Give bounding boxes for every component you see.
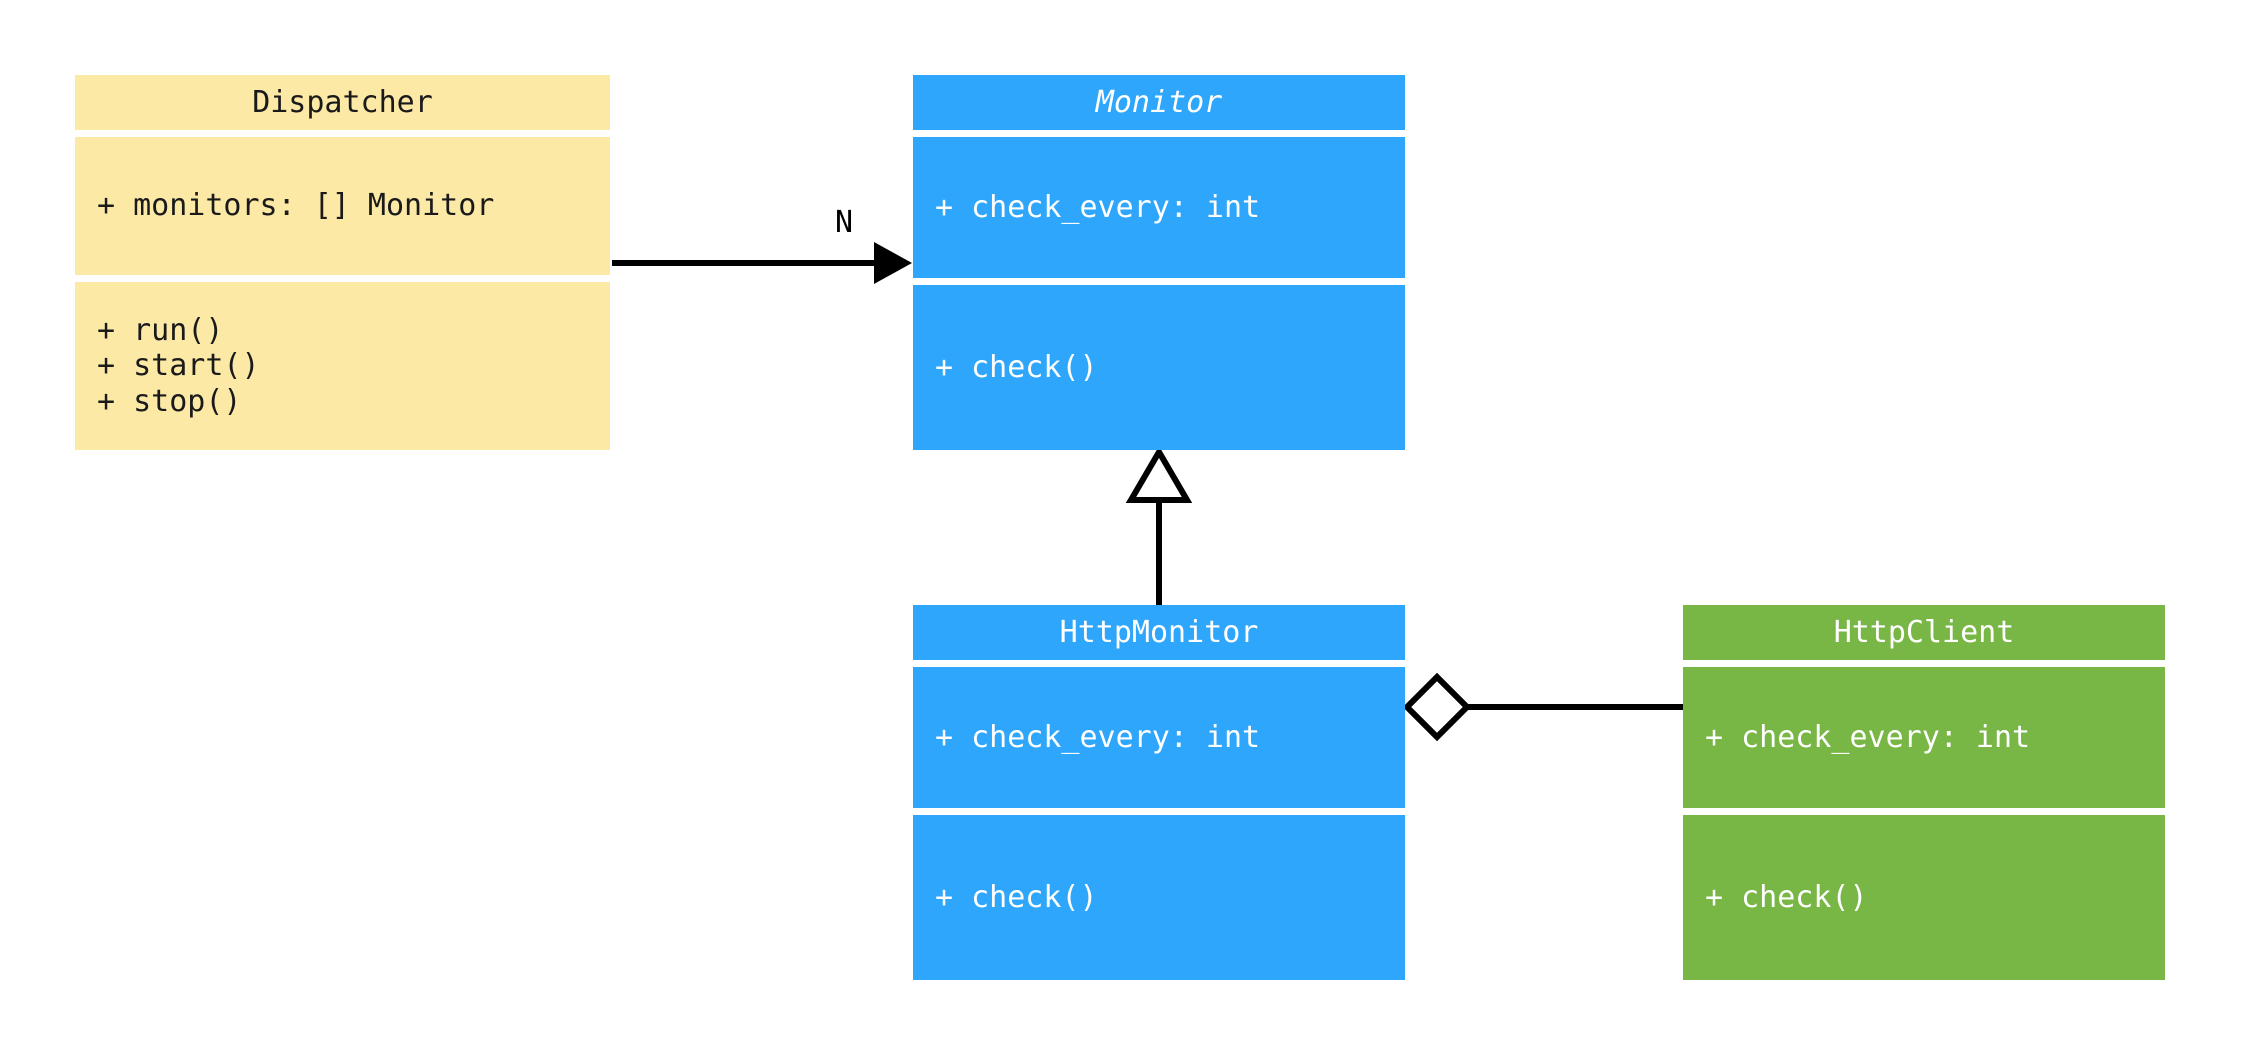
- class-attributes-dispatcher: + monitors: [] Monitor: [75, 137, 610, 275]
- class-title-http-client: HttpClient: [1683, 605, 2165, 660]
- attribute-row: + check_every: int: [935, 719, 1261, 755]
- class-box-monitor[interactable]: Monitor + check_every: int + check(): [913, 75, 1405, 450]
- generalization-httpmonitor-monitor: [1125, 446, 1193, 605]
- attribute-row: + check_every: int: [1705, 719, 2031, 755]
- class-methods-monitor: + check(): [913, 285, 1405, 450]
- attribute-row: + monitors: [] Monitor: [97, 188, 495, 224]
- method-row: + check(): [1705, 879, 1868, 915]
- attribute-row: + check_every: int: [935, 189, 1261, 225]
- method-row: + run(): [97, 312, 224, 348]
- method-row: + check(): [935, 349, 1098, 385]
- method-row: + check(): [935, 879, 1098, 915]
- method-row: + start(): [97, 348, 260, 384]
- class-methods-http-client: + check(): [1683, 815, 2165, 980]
- class-attributes-monitor: + check_every: int: [913, 137, 1405, 278]
- association-multiplicity-label: N: [835, 205, 854, 240]
- class-title-http-monitor: HttpMonitor: [913, 605, 1405, 660]
- association-arrowhead-icon: [874, 242, 912, 284]
- class-box-dispatcher[interactable]: Dispatcher + monitors: [] Monitor + run(…: [75, 75, 610, 450]
- class-methods-http-monitor: + check(): [913, 815, 1405, 980]
- class-title-dispatcher: Dispatcher: [75, 75, 610, 130]
- class-title-monitor: Monitor: [913, 75, 1405, 130]
- class-methods-dispatcher: + run() + start() + stop(): [75, 282, 610, 450]
- method-row: + stop(): [97, 383, 242, 419]
- class-box-http-client[interactable]: HttpClient + check_every: int + check(): [1683, 605, 2165, 980]
- class-attributes-http-monitor: + check_every: int: [913, 667, 1405, 808]
- aggregation-hollow-diamond-icon: [1402, 672, 1472, 742]
- class-attributes-http-client: + check_every: int: [1683, 667, 2165, 808]
- class-box-http-monitor[interactable]: HttpMonitor + check_every: int + check(): [913, 605, 1405, 980]
- generalization-hollow-triangle-icon: [1125, 446, 1193, 503]
- aggregation-httpmonitor-httpclient: [1402, 672, 1683, 742]
- association-dispatcher-monitor: [612, 242, 912, 284]
